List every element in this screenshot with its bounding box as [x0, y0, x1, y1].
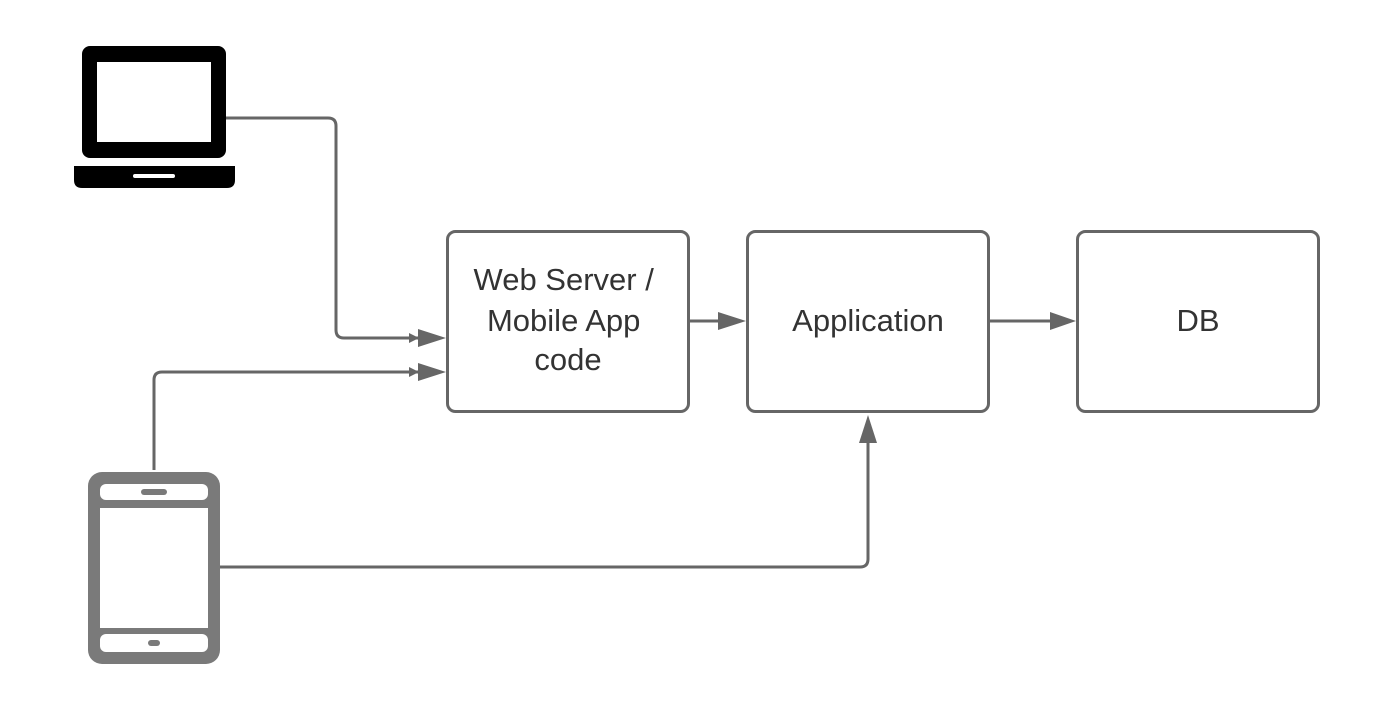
arrowhead-laptop-edge	[418, 329, 446, 347]
arrowhead-web-application-edge	[718, 312, 746, 330]
arrowheads	[418, 312, 1076, 443]
laptop-screen	[97, 62, 211, 142]
edge-phone-to-web-server	[152, 367, 419, 470]
application-box	[746, 230, 990, 413]
web-server-label-line-3: code	[534, 342, 601, 377]
phone-speaker	[141, 489, 167, 495]
web-server-label: Web Server / Mobile App code	[474, 262, 663, 377]
db-box	[1076, 230, 1320, 413]
phone-home-button	[148, 640, 160, 646]
connectors	[152, 116, 1050, 569]
db-node: DB	[1076, 230, 1320, 413]
web-server-node: Web Server / Mobile App code	[446, 230, 690, 413]
phone-screen	[100, 508, 208, 628]
web-server-box	[446, 230, 690, 413]
db-label: DB	[1176, 303, 1219, 338]
arrowhead-application-db-edge	[1050, 312, 1076, 330]
edge-phone-to-application	[220, 443, 870, 569]
smartphone-icon	[88, 472, 220, 664]
application-label: Application	[792, 303, 944, 338]
laptop-trackpad-slot	[133, 174, 175, 178]
arrowhead-phone-application-edge	[859, 415, 877, 443]
web-server-label-line-2: Mobile App	[487, 303, 640, 338]
edge-laptop-to-web-server	[226, 116, 419, 343]
web-server-label-line-1: Web Server /	[474, 262, 655, 297]
arrowhead-phone-edge	[418, 363, 446, 381]
application-node: Application	[746, 230, 990, 413]
laptop-icon	[74, 46, 235, 188]
